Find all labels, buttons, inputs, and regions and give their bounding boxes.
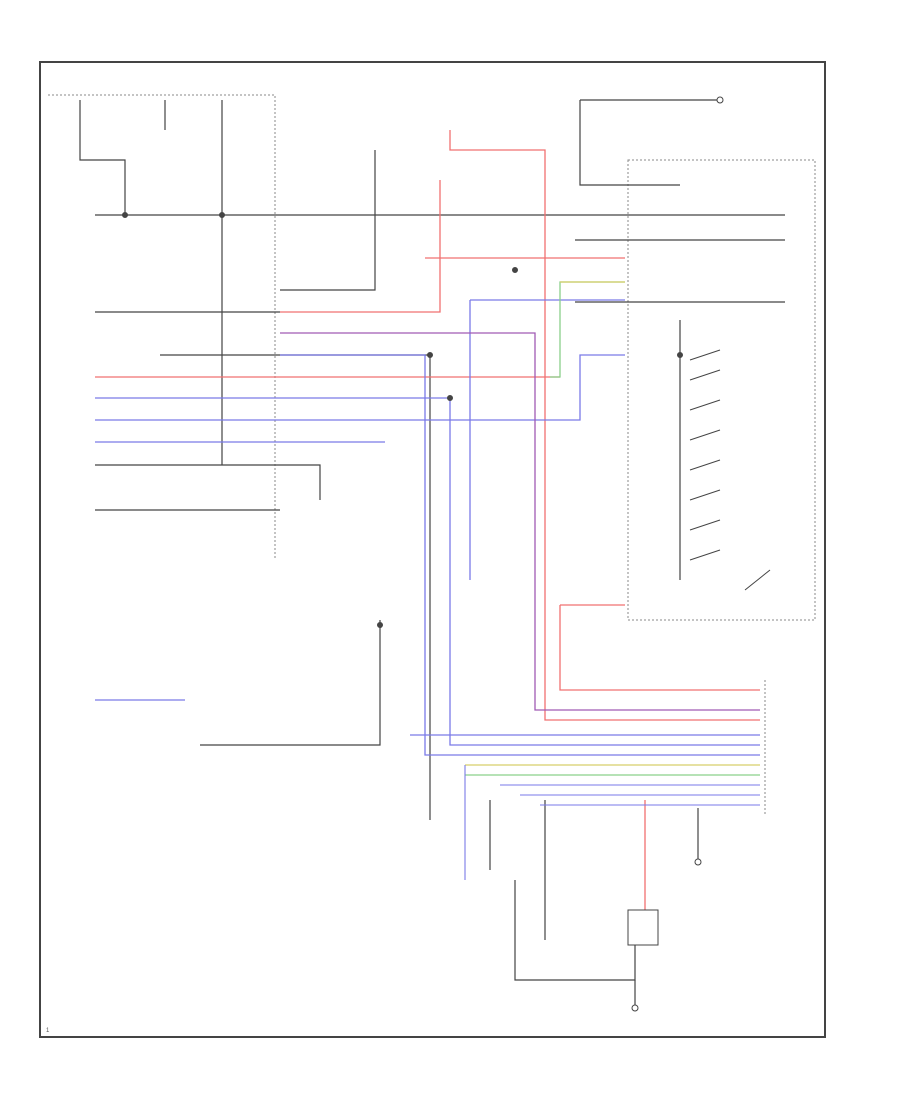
red-wire-1 [449, 130, 760, 721]
junction-7 [377, 622, 383, 628]
junction-3 [427, 352, 433, 358]
red-wire-6 [559, 605, 760, 691]
component-blocks [122, 96, 724, 1012]
switch-contacts [689, 349, 771, 591]
black-wires [79, 99, 785, 1005]
bus-wire-6 [95, 464, 321, 500]
bus-wire-5 [160, 354, 431, 820]
junction-1 [122, 212, 128, 218]
green-wire-1 [550, 281, 625, 378]
blue-wire-4 [280, 354, 760, 756]
relay-node [716, 96, 724, 104]
blue-wire-2 [95, 354, 625, 421]
relay-feed [579, 100, 680, 186]
bus-wire-4 [280, 150, 376, 291]
blue-wire-1 [95, 397, 760, 746]
red-wires [95, 130, 760, 910]
fuse-feed-1 [79, 100, 126, 215]
junction-2 [219, 212, 225, 218]
bottom-wire-1 [200, 620, 381, 746]
red-wire-2 [280, 180, 441, 313]
sensor-node [694, 858, 702, 866]
washer-motor [627, 909, 659, 946]
fuse-block-outline [48, 94, 276, 560]
lower-bundle [464, 765, 760, 880]
motor-loop [514, 880, 636, 981]
figure-id: 1 [46, 1028, 50, 1034]
junction-6 [512, 267, 518, 273]
junction-4 [447, 395, 453, 401]
purple-wire-1 [280, 332, 760, 711]
control-module-outline [627, 159, 816, 621]
ground-point [631, 1004, 639, 1012]
purple-wires [280, 332, 760, 711]
blue-wires [95, 299, 760, 756]
junction-5 [677, 352, 683, 358]
green-yellow-wires [465, 281, 760, 776]
diagram-frame [39, 61, 826, 1038]
